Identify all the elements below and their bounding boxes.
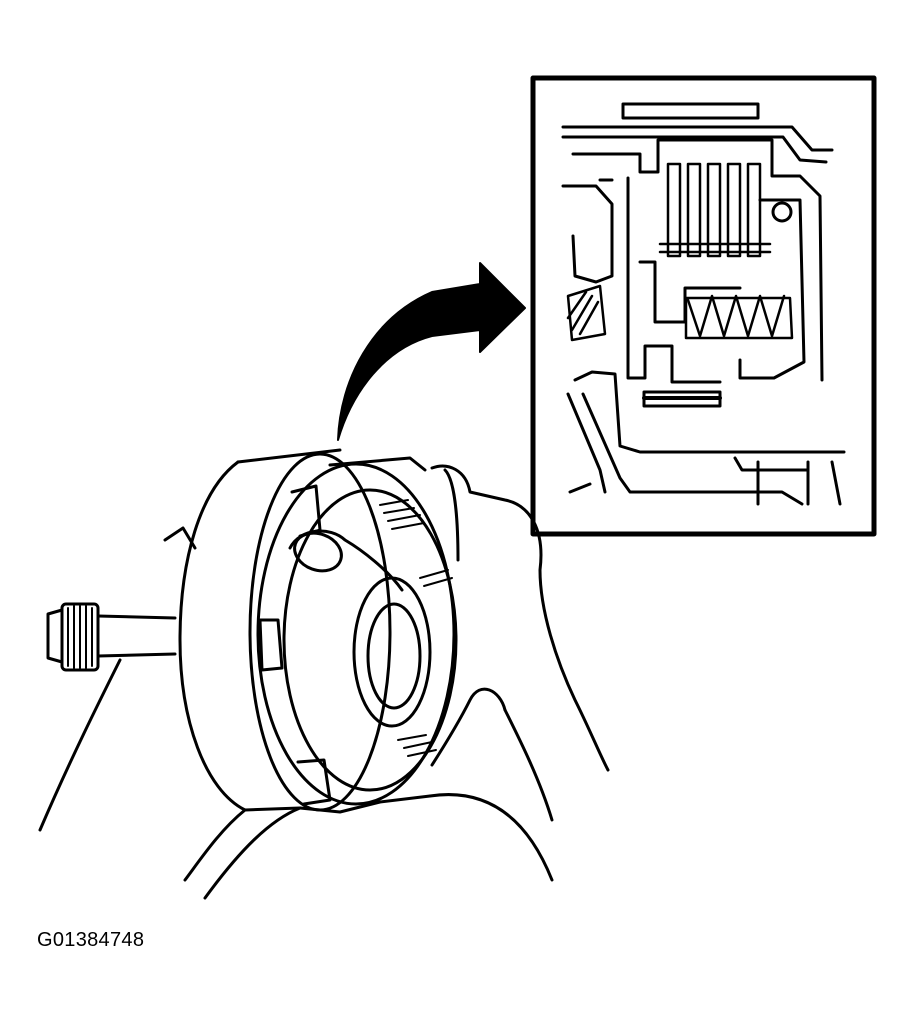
figure-id-label: G01384748 — [37, 929, 145, 951]
inset-frame — [530, 75, 877, 537]
friction-discs — [379, 499, 453, 757]
return-spring — [684, 294, 794, 340]
input-shaft — [46, 608, 64, 664]
clutch-drum — [46, 448, 458, 814]
detail-inset — [530, 75, 877, 537]
curved-arrow-icon — [337, 262, 526, 441]
clutch-plates — [658, 162, 772, 258]
technician-hands — [38, 464, 610, 900]
